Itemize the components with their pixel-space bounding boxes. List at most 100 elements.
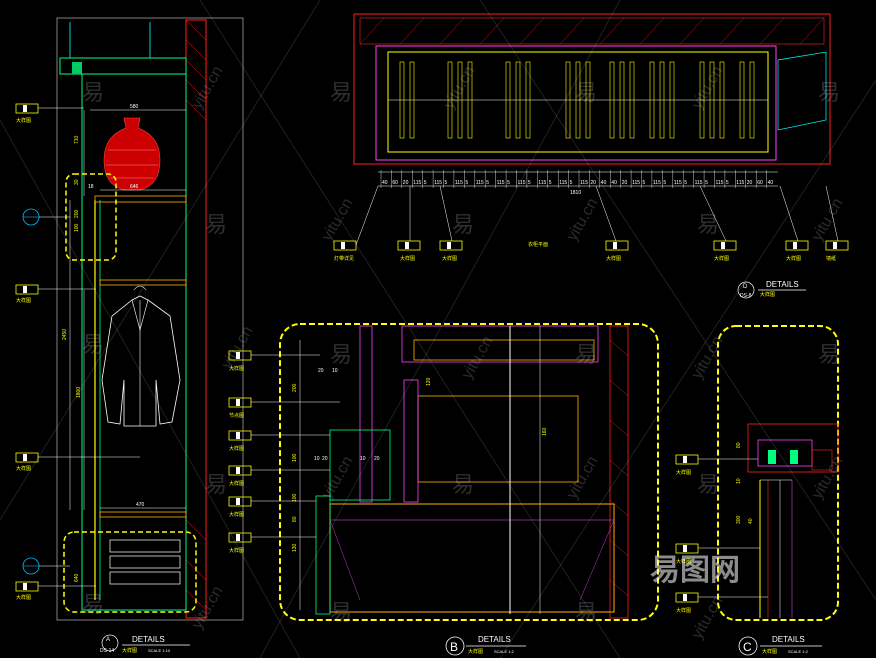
detail-a-drawer-2 [109, 555, 181, 569]
plan-tag-4-text: 大样图 [606, 255, 621, 262]
b-dim-10c: 10 [360, 456, 366, 462]
c-tag-2-text: 大样图 [676, 558, 691, 565]
plan-dim-label: 5 [486, 180, 489, 186]
plan-dim-label: 20 [747, 180, 753, 186]
detail-b-title: DETAILS [478, 635, 511, 644]
plan-dim-label: 60 [757, 180, 763, 186]
c-dim-10: 10 [736, 478, 742, 484]
wm-char-8: 易 [82, 333, 104, 358]
plan-total-dim: 1810 [570, 190, 581, 196]
plan-note: 衣柜平面 [528, 241, 548, 248]
plan-dim-label: 5 [549, 180, 552, 186]
plan-tag-3-text: 大样图 [442, 255, 457, 262]
plan-dim-label: 5 [684, 180, 687, 186]
plan-dim-label: 115 [695, 180, 703, 186]
b-dim-100b: 100 [292, 493, 298, 502]
plan-outer-wall [353, 13, 831, 165]
detail-a-elevation: 580 710 30 646 18 200 100 2450 1800 470 … [22, 17, 244, 654]
dim-18: 18 [88, 184, 94, 190]
plan-dim-label: 40 [601, 180, 607, 186]
dim-2450: 2450 [62, 329, 68, 340]
plan-dim-label: 5 [726, 180, 729, 186]
detail-b-scale: SCALE 1:2 [494, 649, 515, 654]
detail-c-top-block [747, 423, 839, 473]
detail-a-drawer-1 [109, 539, 181, 553]
c-dim-40: 40 [748, 518, 754, 524]
detail-a-sub: 大样图 [122, 647, 137, 654]
plan-dim-label: 115 [538, 180, 546, 186]
detail-d-title-block: D DS-8 DETAILS 大样图 [737, 280, 806, 299]
b-tag-1-text: 大样图 [229, 365, 244, 372]
plan-dim-label: 5 [705, 180, 708, 186]
plan-tag-6-text: 大样图 [786, 255, 801, 262]
plan-dim-label: 5 [643, 180, 646, 186]
plan-dim-label: 5 [570, 180, 573, 186]
c-dim-80: 80 [736, 442, 742, 448]
plan-cabinet-inner [387, 51, 769, 153]
section-marker-bottom [22, 557, 70, 575]
detail-c: 80 10 300 40 C DETAILS 大样图 SCALE 1:2 [717, 325, 839, 656]
detail-a-frame [56, 17, 244, 621]
wm-char-13: 易 [452, 473, 474, 498]
b-dim-10a: 10 [332, 368, 338, 374]
plan-dim-label: 20 [403, 180, 409, 186]
wm-char-9: 易 [330, 343, 352, 368]
plan-dim-label: 20 [622, 180, 628, 186]
jacket-illustration [101, 285, 181, 427]
plan-dim-label: 20 [590, 180, 596, 186]
tag-4: 大样图 [15, 581, 96, 601]
tag-4-text: 大样图 [16, 594, 31, 601]
detail-c-scale: SCALE 1:2 [788, 649, 809, 654]
c-dim-300: 300 [736, 515, 742, 524]
detail-c-title: DETAILS [772, 635, 805, 644]
plan-dim-label: 115 [434, 180, 442, 186]
wm-char-14: 易 [697, 473, 719, 498]
wm-char-1: 易 [82, 81, 104, 106]
b-dim-10b: 10 [314, 456, 320, 462]
dim-100: 100 [74, 223, 80, 232]
detail-c-marker: C [743, 640, 752, 654]
detail-b-marker: B [450, 640, 458, 654]
plan-dim-label: 40 [382, 180, 388, 186]
wm-char-7: 易 [697, 213, 719, 238]
detail-c-title-block: C DETAILS 大样图 SCALE 1:2 [738, 635, 822, 656]
detail-b-sub: 大样图 [468, 648, 483, 655]
detail-a-shelf-top [94, 195, 187, 203]
wm-char-5: 易 [205, 213, 227, 238]
wm-char-15: 易 [82, 593, 104, 618]
vase-illustration [103, 117, 161, 191]
b-tag-4-text: 大样图 [229, 480, 244, 487]
plan-dim-label: 40 [768, 180, 774, 186]
detail-a-drawer-3 [109, 571, 181, 585]
b-tag-6-text: 大样图 [229, 547, 244, 554]
detail-b-top-board [401, 325, 599, 363]
plan-tag-7-text: 墙纸 [826, 255, 836, 262]
wm-char-2: 易 [330, 81, 352, 106]
wm-char-11: 易 [818, 343, 840, 368]
detail-c-frame [717, 325, 839, 621]
plan-dim-label: 5 [507, 180, 510, 186]
b-dim-20a: 20 [318, 368, 324, 374]
plan-dim-label: 40 [611, 180, 617, 186]
callout-tags-left: 大样图 大样图 大样图 大样图 [15, 103, 140, 601]
detail-b-title-block: B DETAILS 大样图 SCALE 1:2 [445, 635, 526, 656]
plan-hangers [399, 61, 755, 139]
tag-1: 大样图 [15, 103, 84, 124]
plan-dim-label: 5 [528, 180, 531, 186]
b-tag-3-text: 大样图 [229, 445, 244, 452]
detail-b-rail [329, 429, 391, 501]
section-marker-top [22, 208, 70, 226]
detail-a-shelf-mid [99, 279, 187, 286]
detail-d-title: DETAILS [766, 280, 799, 289]
plan-dim-label: 115 [674, 180, 682, 186]
plan-dim-label: 115 [632, 180, 640, 186]
detail-b-wall [609, 325, 629, 619]
b-dim-200: 200 [292, 383, 298, 392]
callout-zone-c [63, 531, 197, 613]
dim-640: 640 [74, 573, 80, 582]
detail-d-sheet: DS-8 [740, 293, 752, 299]
